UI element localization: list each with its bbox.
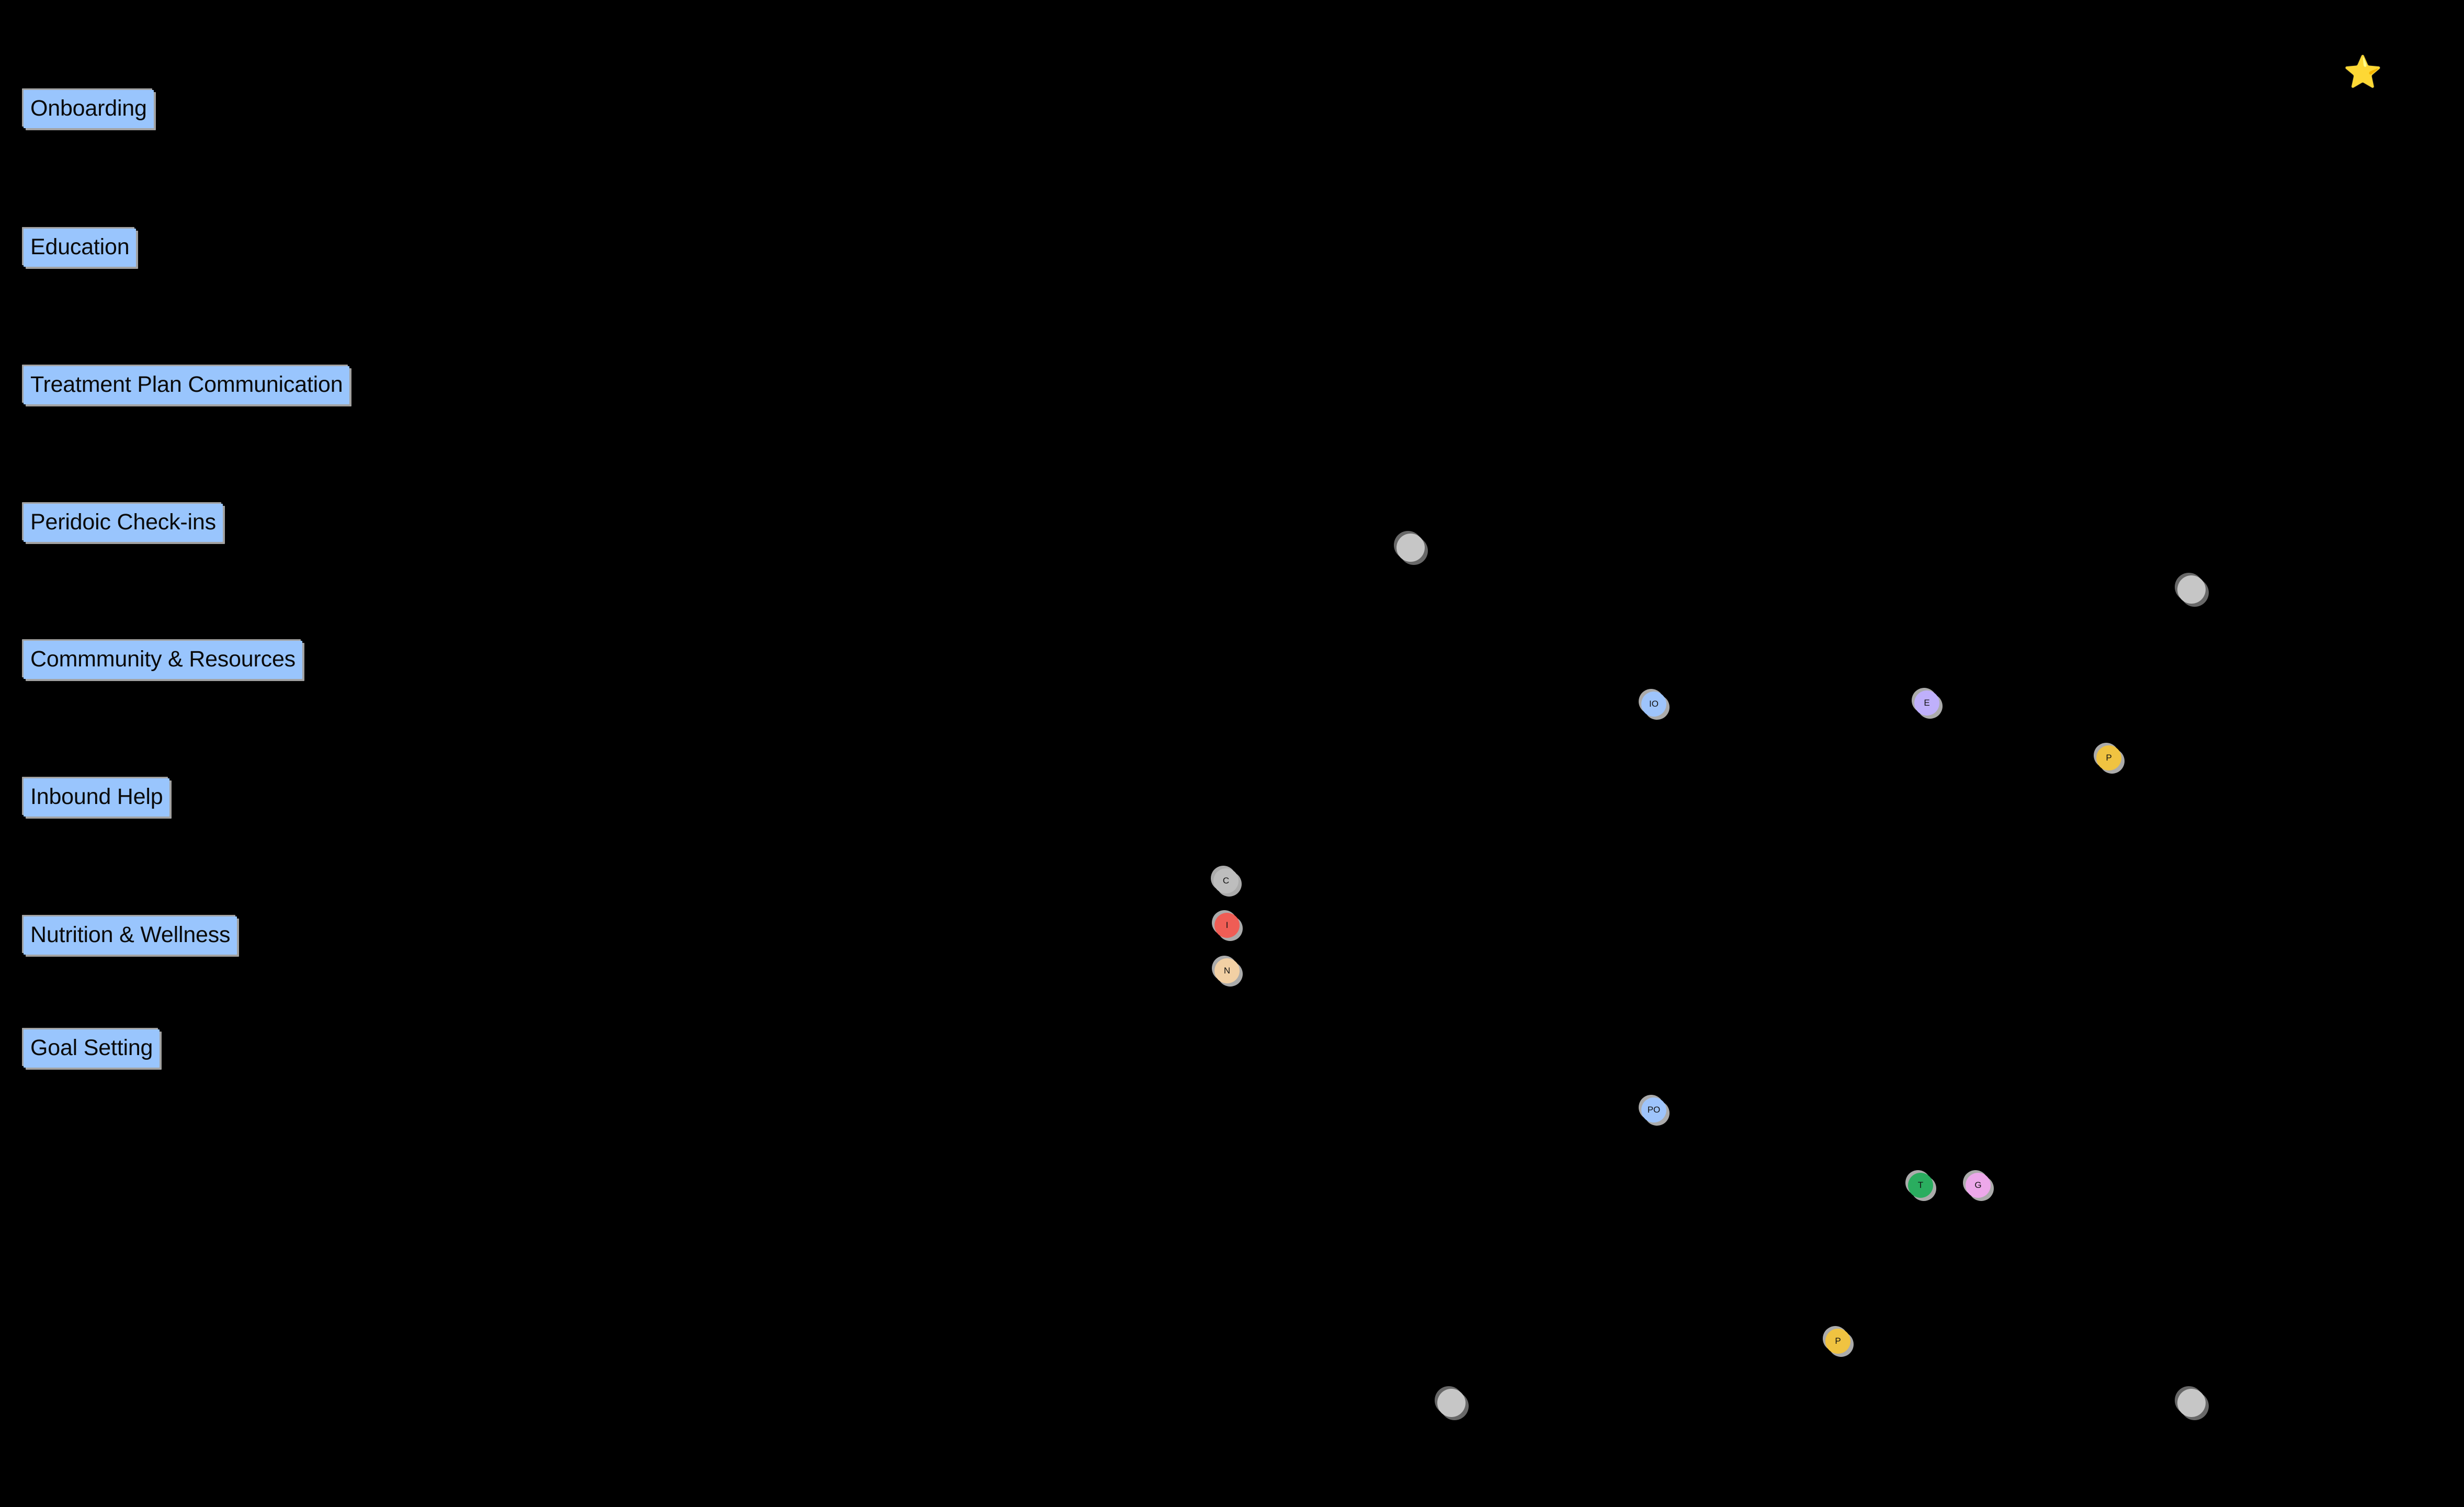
ghost-1[interactable] (1396, 534, 1425, 562)
lane-label-text: Peridoic Check-ins (30, 509, 216, 535)
node-e[interactable]: E (1914, 690, 1939, 716)
lane-label-7[interactable]: Goal Setting (24, 1029, 160, 1068)
star-glyph: ⭐ (2343, 54, 2382, 89)
node-g[interactable]: G (1966, 1173, 1991, 1198)
node-label: T (1917, 1180, 1924, 1190)
node-p1[interactable]: P (2096, 745, 2121, 771)
node-c[interactable]: C (1213, 868, 1239, 893)
star-icon[interactable]: ⭐ (2343, 56, 2382, 88)
node-io[interactable]: IO (1641, 692, 1666, 717)
lane-label-2[interactable]: Treatment Plan Communication (24, 366, 350, 404)
lane-label-6[interactable]: Nutrition & Wellness (24, 916, 237, 955)
lane-label-text: Education (30, 234, 130, 259)
lane-label-text: Inbound Help (30, 784, 163, 809)
lane-label-1[interactable]: Education (24, 229, 137, 267)
node-label: IO (1649, 699, 1659, 709)
node-label: N (1223, 966, 1231, 976)
lane-label-text: Goal Setting (30, 1035, 153, 1060)
node-label: P (2106, 753, 2112, 763)
lane-label-5[interactable]: Inbound Help (24, 778, 170, 817)
node-i[interactable]: I (1214, 913, 1240, 938)
lane-label-text: Commmunity & Resources (30, 647, 296, 672)
node-po[interactable]: PO (1641, 1097, 1666, 1123)
node-label: PO (1647, 1105, 1661, 1115)
node-n[interactable]: N (1214, 958, 1240, 983)
lane-label-text: Onboarding (30, 96, 147, 121)
ghost-4[interactable] (2177, 1389, 2206, 1417)
node-t[interactable]: T (1908, 1173, 1933, 1198)
ghost-3[interactable] (1437, 1389, 1466, 1417)
ghost-2[interactable] (2177, 575, 2206, 604)
node-label: I (1225, 920, 1229, 930)
node-label: C (1222, 876, 1230, 886)
lane-label-text: Treatment Plan Communication (30, 372, 343, 397)
lane-label-0[interactable]: Onboarding (24, 90, 154, 128)
node-label: G (1974, 1180, 1982, 1190)
node-label: P (1835, 1336, 1841, 1346)
node-label: E (1924, 698, 1930, 708)
lane-label-3[interactable]: Peridoic Check-ins (24, 504, 223, 542)
lane-label-text: Nutrition & Wellness (30, 922, 231, 947)
lane-label-4[interactable]: Commmunity & Resources (24, 641, 302, 679)
node-p2[interactable]: P (1825, 1329, 1850, 1354)
